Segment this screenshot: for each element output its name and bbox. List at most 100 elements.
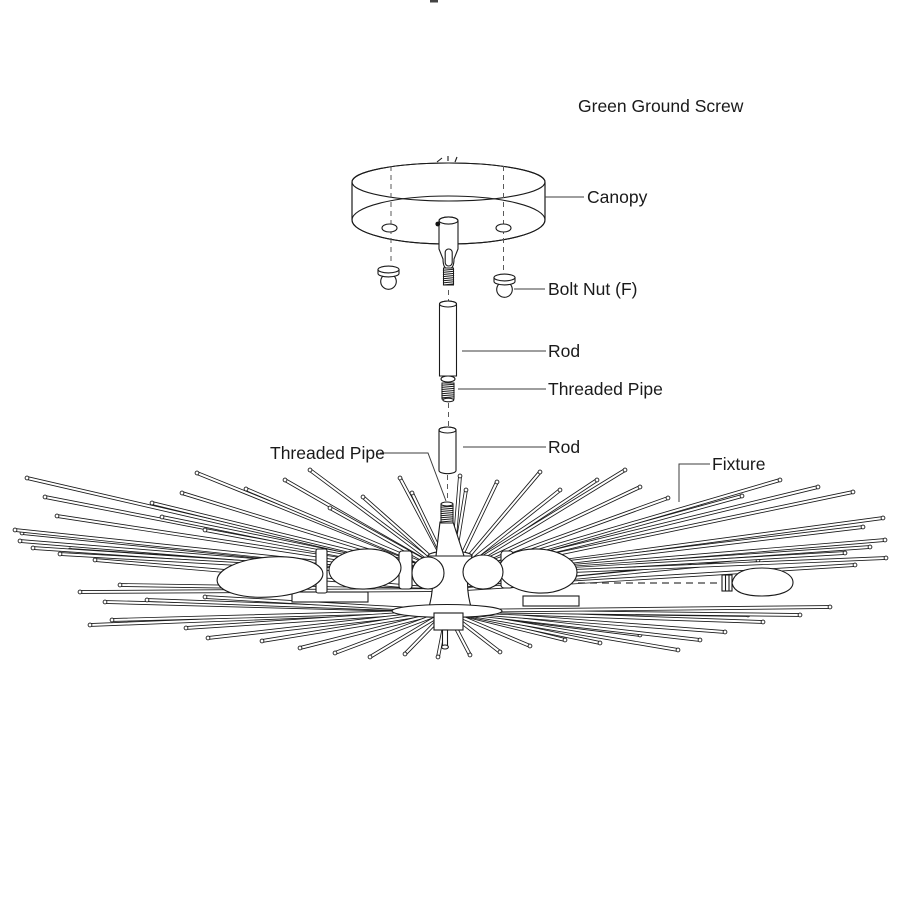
fixture-rod-tip [144,597,150,603]
thread-ridge [441,394,455,397]
fixture-rod-tip [537,469,543,475]
thread-ridge [441,390,455,393]
fixture-rod-tip [852,562,858,568]
bolt-nut-right-illustration [493,273,516,298]
fixture-rod-tip [860,524,866,530]
fixture-rod-tip [497,649,503,655]
fixture-rod-tip [42,494,48,500]
rod-upper-threads [441,382,455,400]
fixture-arm-plate-left [291,591,369,603]
threaded-pipe-upper-label: Threaded Pipe [548,379,663,399]
detached-bulb-illustration [578,567,794,597]
thread-ridge [440,509,454,512]
fixture-rod-tip [622,467,628,473]
fixture-rod-tip [882,537,888,543]
fixture-rod-tip [24,475,30,481]
fixture-rod-tip [463,487,469,493]
canopy-hole-right [495,223,512,233]
fixture-rod-tip [850,489,856,495]
fixture-rod-tip [597,640,603,646]
bolt-nut-left-illustration [377,265,400,290]
fixture-rod-core [445,605,832,613]
fixture-rod-tip [827,604,833,610]
fixture-rod-tip [243,486,249,492]
fixture-bottom-socket [433,612,464,631]
fixture-rod-tip [435,654,441,660]
fixture-rod-tip [665,495,671,501]
fixture-rod-tip [30,545,36,551]
thread-ridge [441,392,455,395]
fixture-rod-tip [307,467,313,473]
fixture-rod-tip [109,617,115,623]
fixture-rod-tip [739,493,745,499]
thread-ridge [442,275,455,278]
threaded-pipe-threads [440,504,454,524]
cropped-mark-top [430,0,438,3]
green-ground-screw-label: Green Ground Screw [578,96,744,116]
bulb-far-left [216,556,324,598]
thread-ridge [440,516,454,519]
fixture-rod-tip [494,479,500,485]
fixture-rod-tip [17,538,23,544]
fixture-rod-tip [760,619,766,625]
rod-upper-illustration [438,300,458,403]
fixture-rod-tip [457,473,463,479]
thread-ridge [441,387,455,390]
thread-ridge [440,520,454,523]
thread-ridge [442,272,455,275]
threaded-pipe-lower-leader [380,452,447,502]
fixture-rod-tip [183,625,189,631]
fixture-rod-tip [297,645,303,651]
fixture-rod-tip [815,484,821,490]
fixture-rod-tip [87,622,93,628]
fixture-rod-tip [54,513,60,519]
fixture-rod-tip [77,589,83,595]
fixture-rod-tip [12,527,18,533]
fixture-rod-tip [397,475,403,481]
fixture-rod-tip [202,527,208,533]
fixture-rod-tip [159,514,165,520]
fixture-arm-plate-right [522,595,580,607]
thread-ridge [440,507,454,510]
fixture-rod-tip [467,652,473,658]
fixture-leader [678,463,710,502]
fixture-rod-tip [527,643,533,649]
fixture-rod-tip [202,594,208,600]
fixture-rod-tip [194,470,200,476]
threaded-pipe-lower-label: Threaded Pipe [270,443,385,463]
fixture-rod-tip [675,647,681,653]
canopy-screw-tips [436,156,458,163]
bulb-mid-left [328,548,402,590]
fixture-rod-tip [797,612,803,618]
fixture-rod-tip [332,650,338,656]
fixture-rod-tip [102,599,108,605]
threaded-pipe-tip [440,501,454,507]
rod-lower-label: Rod [548,437,580,457]
fixture-rod-tip [92,557,98,563]
fixture-rod-tip [360,494,366,500]
thread-ridge [442,270,455,273]
fixture-rod-core [333,609,449,655]
fixture-rod-tip [557,487,563,493]
fixture-label: Fixture [712,454,765,474]
thread-ridge [440,518,454,521]
rod-lower-illustration [438,426,457,475]
thread-ridge [442,283,455,286]
thread-ridge [441,385,455,388]
alignment-dashed-lines [390,166,504,503]
stem-threads [442,267,455,286]
detached-bulb-glass [731,567,794,597]
fixture-rod-tip [562,637,568,643]
fixture-rod-tip [327,505,333,511]
fixture-rod-tip [867,544,873,550]
fixture-body [216,501,580,650]
thread-ridge [440,512,454,515]
fixture-rod-tip [637,484,643,490]
detached-bulb-base [721,574,733,592]
fixture-rod-tip [57,551,63,557]
thread-ridge [441,383,455,386]
fixture-rod-tip [179,490,185,496]
rod-upper-label: Rod [548,341,580,361]
